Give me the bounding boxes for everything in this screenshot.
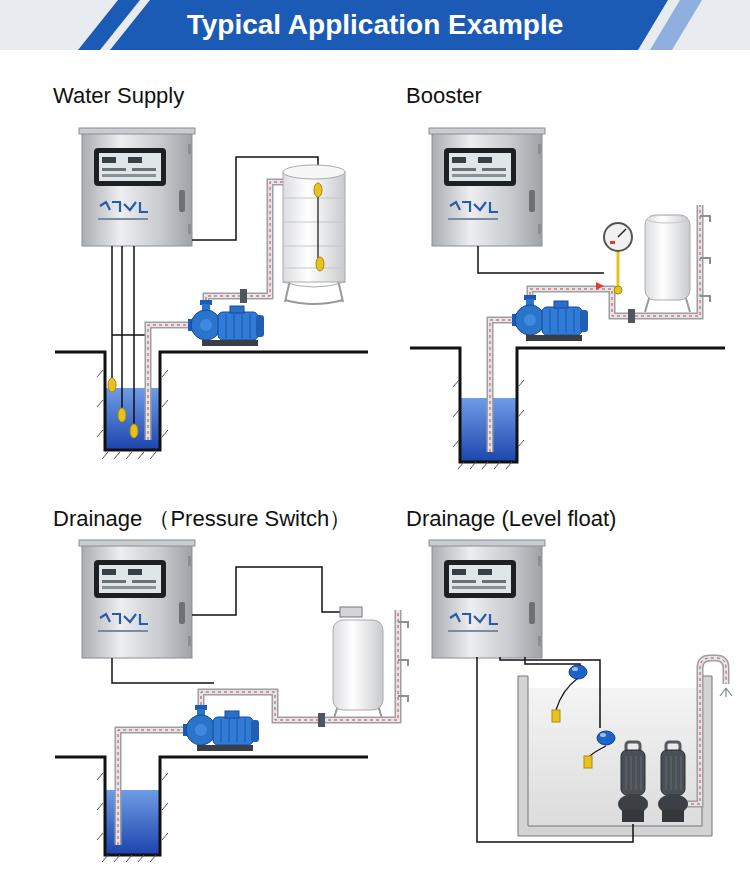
water-supply-scene (112, 334, 146, 336)
water-supply-scene (314, 183, 322, 197)
booster-scene (512, 295, 588, 341)
panel-heading: Water Supply (53, 83, 184, 109)
level-float-scene (569, 665, 587, 679)
level-float-scene (528, 688, 702, 826)
water-supply-scene (285, 300, 343, 304)
water-supply-scene (55, 128, 368, 459)
booster-scene (604, 223, 632, 251)
booster-scene (628, 309, 635, 323)
water-supply-scene (97, 370, 168, 459)
panel-heading: Drainage (Level float) (406, 506, 616, 532)
pressure-switch-scene (398, 622, 408, 702)
pressure-switch-scene (79, 540, 195, 658)
pressure-switch-scene (112, 658, 214, 683)
level-float-scene (572, 667, 578, 671)
level-float-scene (590, 746, 606, 756)
level-float-scene (429, 540, 732, 842)
level-float-scene (552, 710, 560, 722)
pressure-switch-scene (118, 610, 398, 845)
title-banner (650, 0, 702, 50)
booster-scene (618, 229, 626, 237)
booster-scene (610, 241, 615, 244)
level-float-scene (584, 756, 592, 768)
level-float-scene (429, 540, 545, 658)
booster-scene (490, 205, 700, 452)
water-supply-scene (283, 172, 345, 282)
panel-heading: Booster (406, 83, 482, 109)
water-supply-scene (148, 182, 283, 440)
water-supply-scene (148, 182, 283, 440)
level-float-scene (556, 678, 578, 710)
booster-scene (410, 348, 725, 462)
water-supply-scene (148, 182, 283, 440)
water-supply-scene (79, 128, 195, 246)
title-banner (0, 0, 750, 50)
pressure-switch-scene (318, 713, 325, 727)
pressure-switch-scene (106, 790, 159, 854)
level-float-scene (518, 676, 712, 836)
water-supply-scene (317, 196, 318, 258)
pressure-switch-scene (55, 540, 408, 862)
booster-scene (645, 215, 690, 300)
water-supply-scene (118, 408, 126, 422)
pressure-switch-scene (118, 610, 398, 845)
water-supply-scene (316, 257, 324, 271)
booster-scene (614, 286, 622, 294)
booster-scene (410, 128, 725, 469)
level-float-scene (618, 742, 648, 822)
level-float-scene (500, 657, 600, 728)
pressure-switch-scene (333, 620, 383, 710)
pressure-switch-scene (183, 705, 259, 751)
booster-scene (490, 205, 700, 452)
pressure-switch-scene (118, 610, 398, 845)
booster-scene (647, 215, 687, 223)
pressure-switch-scene (340, 607, 362, 617)
title-text: Typical Application Example (0, 8, 750, 42)
water-supply-scene (130, 424, 138, 438)
water-supply-scene (108, 378, 116, 392)
booster-scene (596, 282, 604, 290)
booster-scene (700, 216, 710, 302)
level-float-scene (658, 742, 688, 822)
water-supply-scene (283, 282, 345, 287)
water-supply-scene (283, 165, 345, 179)
level-float-scene (720, 688, 732, 697)
level-float-scene (477, 657, 633, 842)
title-banner (0, 0, 750, 50)
booster-scene (478, 246, 604, 273)
booster-scene (429, 128, 545, 246)
booster-scene (617, 251, 620, 288)
booster-scene (490, 205, 700, 452)
panel-heading: Drainage （Pressure Switch） (53, 506, 351, 532)
water-supply-scene (240, 289, 247, 303)
pressure-switch-scene (55, 757, 368, 855)
pressure-switch-scene (192, 567, 340, 615)
pressure-switch-scene (97, 773, 168, 862)
water-supply-scene (188, 300, 264, 346)
level-float-scene (597, 731, 615, 745)
level-float-scene (600, 733, 606, 737)
water-supply-scene (283, 198, 345, 268)
